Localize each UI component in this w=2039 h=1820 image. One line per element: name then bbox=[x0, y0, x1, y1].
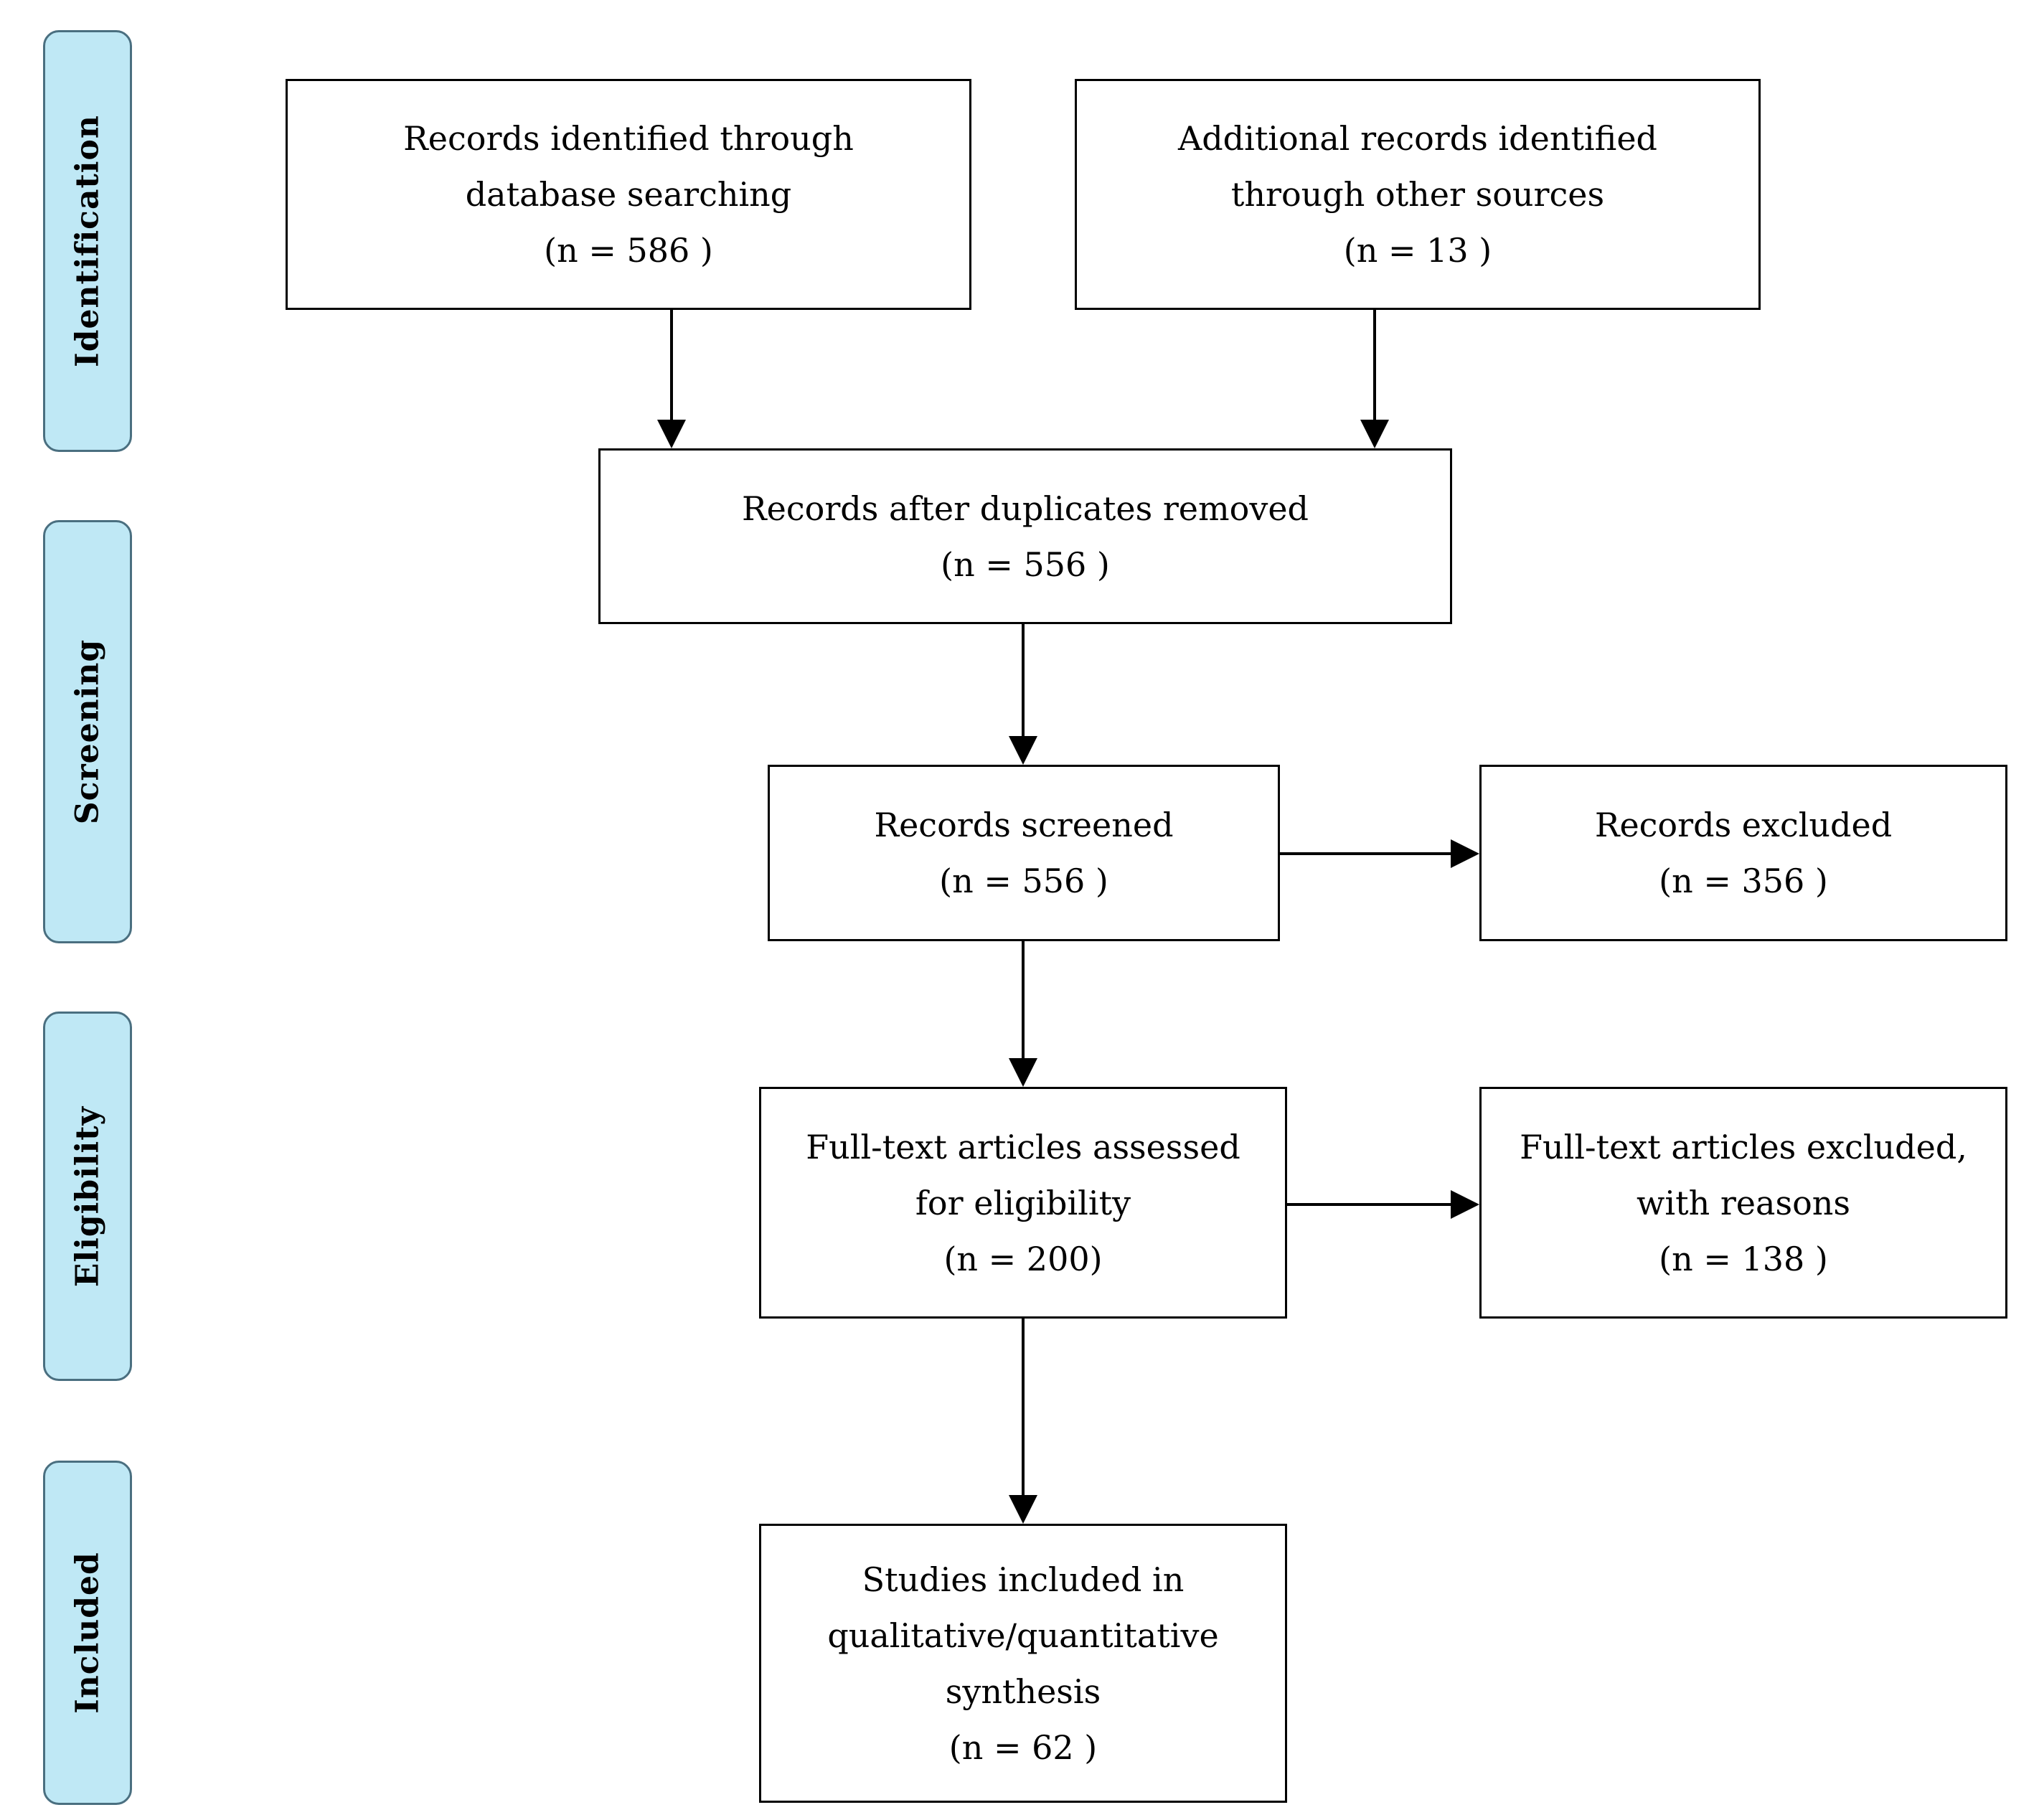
box-full-text-excluded-count: (n = 138 ) bbox=[1659, 1239, 1828, 1278]
phase-eligibility: Eligibility bbox=[43, 1012, 132, 1381]
box-other-sources-line1: Additional records identified bbox=[1178, 119, 1657, 158]
box-database-search: Records identified through database sear… bbox=[286, 79, 971, 310]
box-duplicates-removed: Records after duplicates removed (n = 55… bbox=[598, 448, 1452, 624]
box-full-text-excluded: Full-text articles excluded, with reason… bbox=[1479, 1087, 2007, 1319]
box-full-text-excluded-line2: with reasons bbox=[1637, 1183, 1850, 1222]
box-records-excluded-count: (n = 356 ) bbox=[1659, 862, 1828, 900]
phase-identification: Identification bbox=[43, 30, 132, 452]
box-other-sources-count: (n = 13 ) bbox=[1343, 231, 1492, 270]
box-included-studies-line2: qualitative/quantitative bbox=[827, 1616, 1219, 1655]
box-full-text-assessed: Full-text articles assessed for eligibil… bbox=[759, 1087, 1287, 1319]
box-full-text-assessed-line2: for eligibility bbox=[915, 1183, 1131, 1222]
box-database-search-line2: database searching bbox=[465, 175, 792, 214]
box-records-excluded: Records excluded (n = 356 ) bbox=[1479, 765, 2007, 941]
box-records-excluded-line1: Records excluded bbox=[1594, 806, 1893, 844]
phase-included: Included bbox=[43, 1461, 132, 1805]
box-included-studies-count: (n = 62 ) bbox=[948, 1727, 1098, 1767]
box-database-search-line1: Records identified through bbox=[403, 119, 854, 158]
box-other-sources-line2: through other sources bbox=[1230, 175, 1605, 214]
box-full-text-excluded-line1: Full-text articles excluded, bbox=[1520, 1127, 1967, 1166]
box-included-studies-line3: synthesis bbox=[945, 1672, 1101, 1711]
box-included-studies: Studies included in qualitative/quantita… bbox=[759, 1524, 1287, 1803]
phase-screening: Screening bbox=[43, 520, 132, 943]
box-duplicates-removed-count: (n = 556 ) bbox=[941, 544, 1110, 584]
box-duplicates-removed-line1: Records after duplicates removed bbox=[742, 489, 1309, 528]
box-database-search-count: (n = 586 ) bbox=[544, 231, 713, 270]
box-records-screened-count: (n = 556 ) bbox=[939, 862, 1108, 900]
box-records-screened-line1: Records screened bbox=[874, 806, 1174, 844]
box-full-text-assessed-line1: Full-text articles assessed bbox=[806, 1127, 1240, 1166]
box-full-text-assessed-count: (n = 200) bbox=[943, 1239, 1103, 1278]
box-other-sources: Additional records identified through ot… bbox=[1075, 79, 1761, 310]
box-records-screened: Records screened (n = 556 ) bbox=[768, 765, 1280, 941]
box-included-studies-line1: Studies included in bbox=[862, 1560, 1185, 1599]
